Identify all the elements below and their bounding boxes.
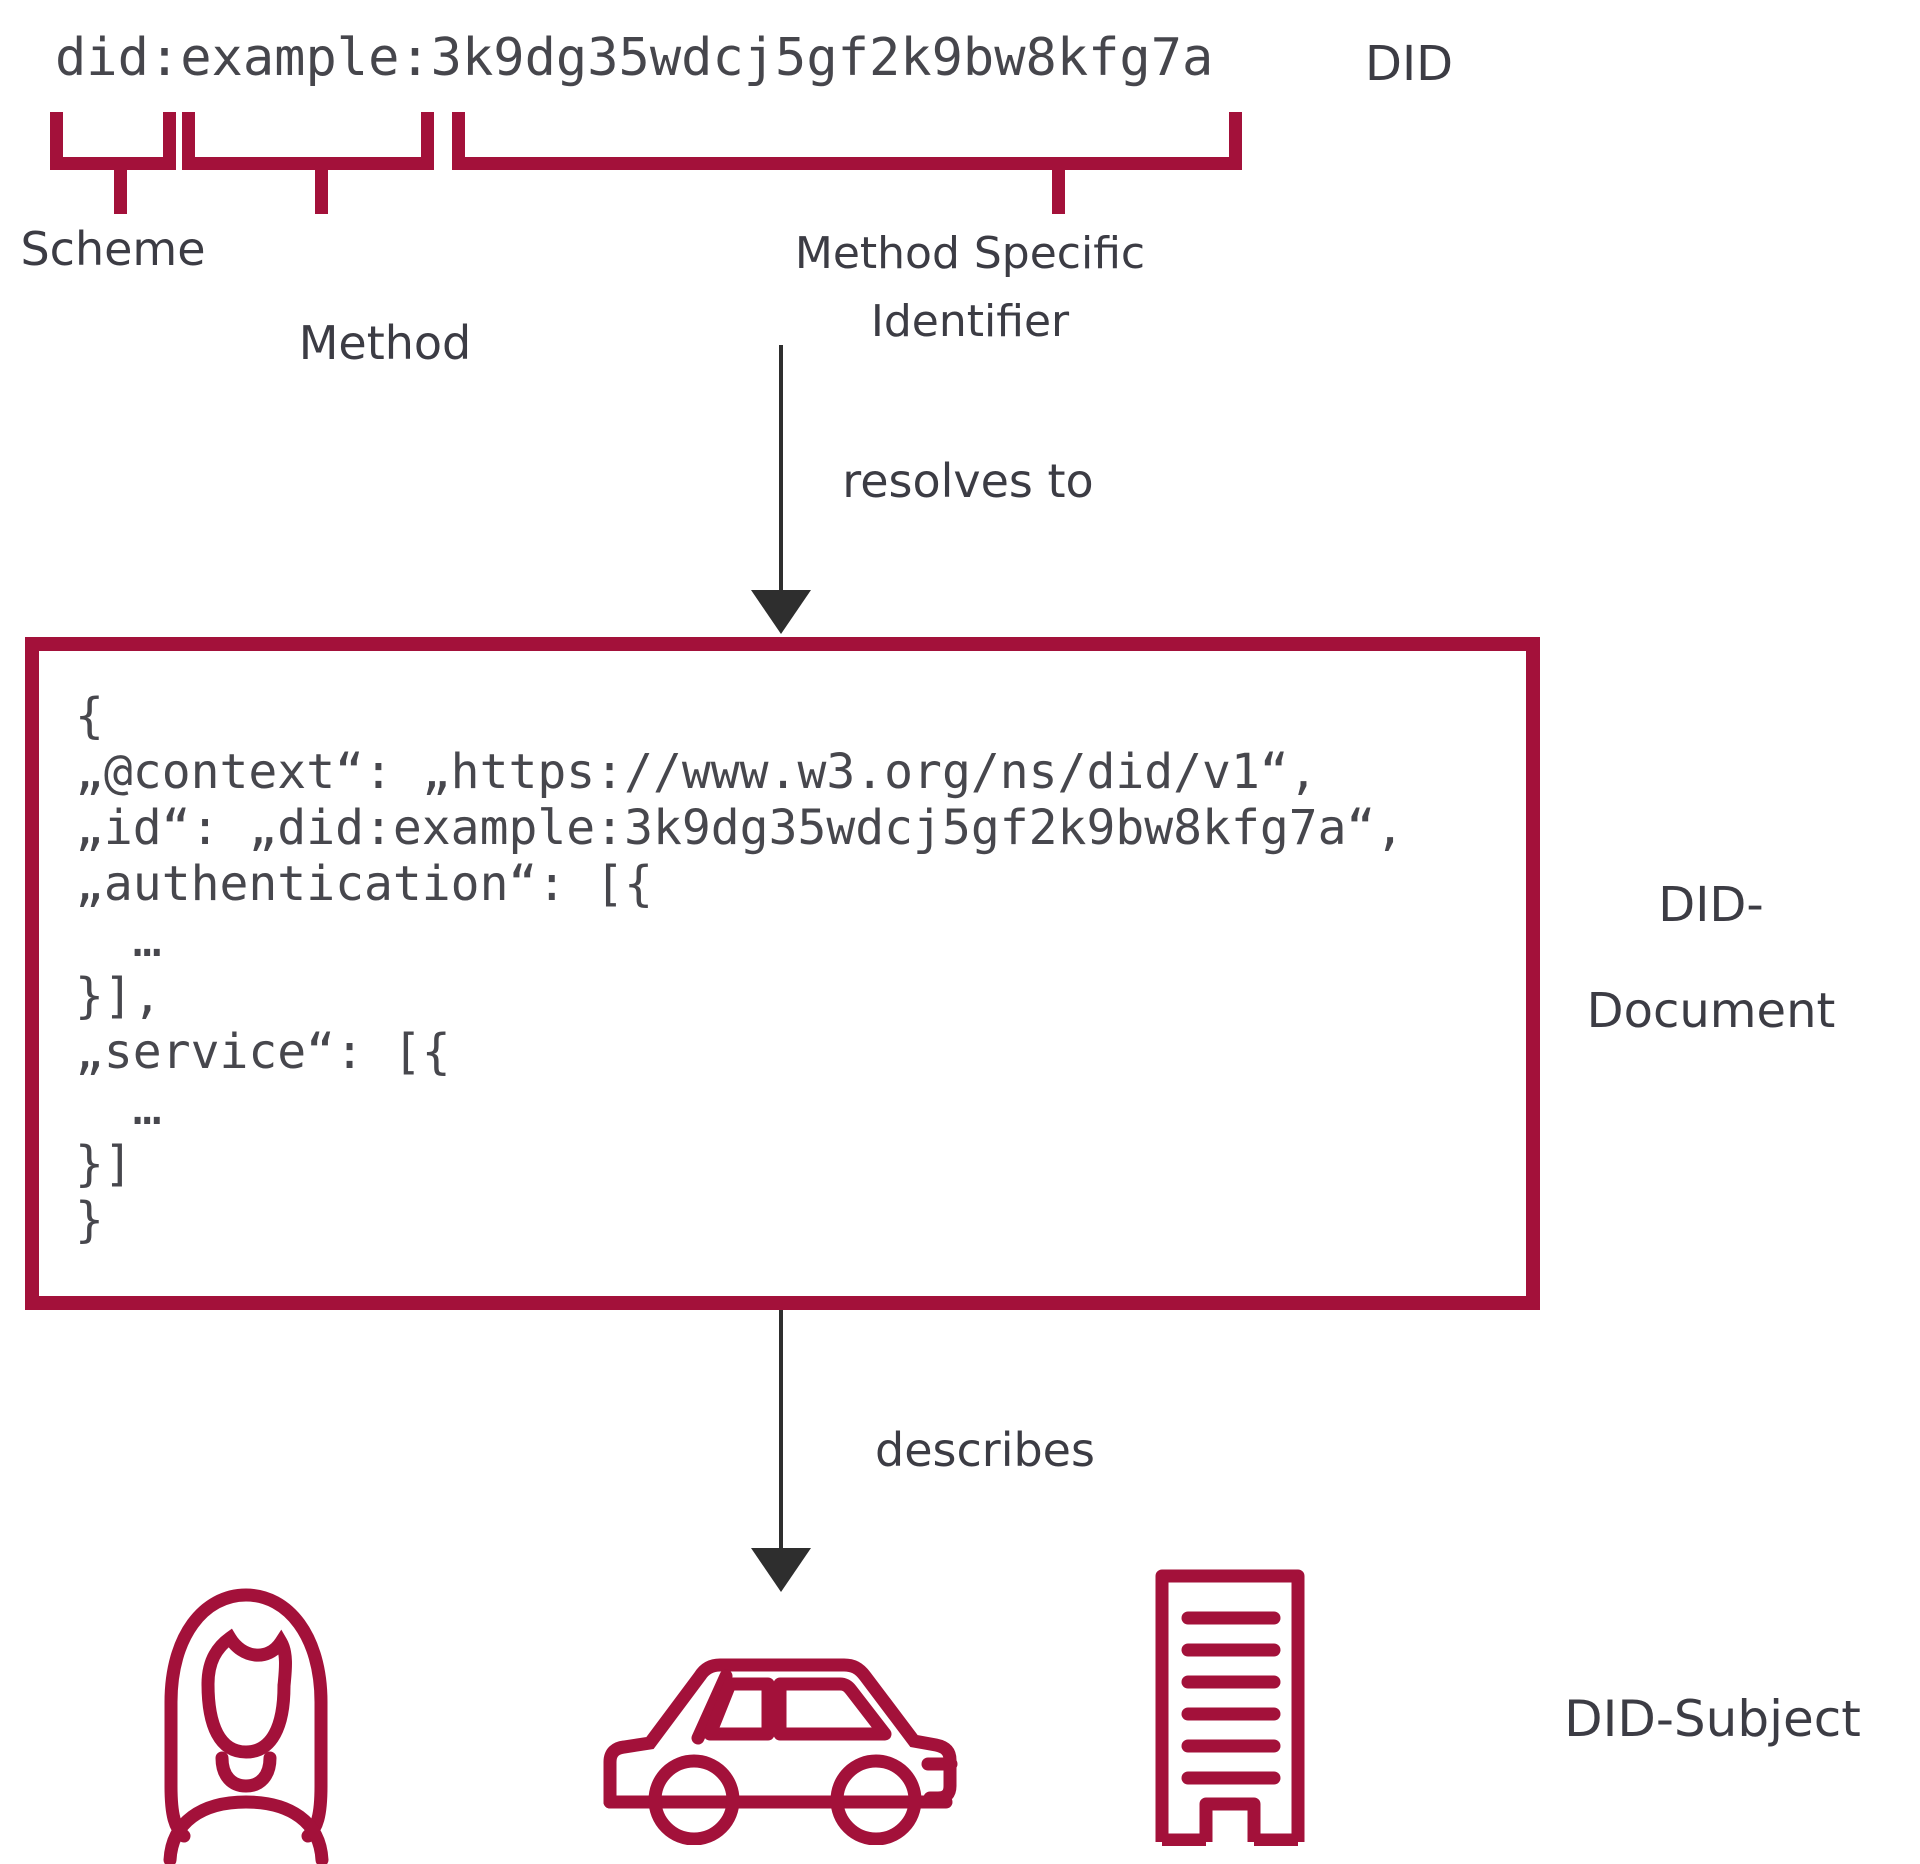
did-document-box	[25, 637, 1540, 1310]
describes-label: describes	[875, 1423, 1095, 1477]
scheme-bracket	[50, 112, 176, 214]
method-specific-identifier-label: Method Specific Identifier	[720, 220, 1220, 356]
did-subject-label: DID-Subject	[1564, 1690, 1861, 1748]
method-specific-identifier-bracket	[452, 112, 1242, 214]
method-bracket-stem	[314, 157, 328, 214]
method-specific-identifier-bracket-stem	[1052, 157, 1065, 214]
scheme-bracket-stem	[113, 157, 127, 214]
method-bracket	[182, 112, 434, 214]
did-document-label-line2: Document	[1586, 983, 1836, 1039]
woman-icon	[140, 1574, 352, 1864]
resolves-to-label: resolves to	[842, 454, 1094, 508]
method-specific-identifier-label-line1: Method Specific	[794, 228, 1146, 279]
describes-arrow-head-icon	[751, 1548, 811, 1592]
resolves-arrow-line	[779, 345, 783, 593]
method-label: Method	[298, 316, 472, 370]
did-string: did:example:3k9dg35wdcj5gf2k9bw8kfg7a	[55, 28, 1214, 88]
did-document-label: DID- Document	[1561, 852, 1861, 1064]
method-specific-identifier-label-line2: Identifier	[870, 296, 1070, 347]
scheme-label: Scheme	[20, 222, 206, 276]
did-document-code: { „@context“: „https://www.w3.org/ns/did…	[75, 688, 1405, 1248]
resolves-arrow-head-icon	[751, 590, 811, 634]
describes-arrow-line	[779, 1310, 783, 1550]
did-label: DID	[1365, 36, 1454, 92]
did-document-label-line1: DID-	[1658, 877, 1764, 933]
car-icon	[594, 1640, 962, 1849]
building-icon	[1148, 1556, 1330, 1850]
